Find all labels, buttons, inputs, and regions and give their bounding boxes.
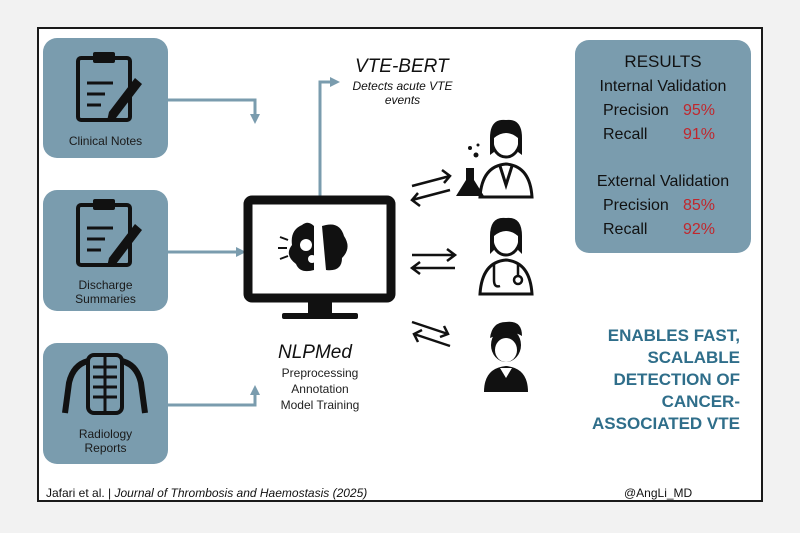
- model-step: Model Training: [280, 398, 360, 412]
- results-panel: RESULTS Internal Validation Precision 95…: [575, 40, 751, 253]
- tagline-line: CANCER-: [661, 392, 740, 411]
- external-recall-value: 92%: [683, 221, 716, 238]
- clipboard-icon: [76, 199, 142, 267]
- arrow-clinical-notes: [168, 98, 257, 118]
- citation-authors: Jafari et al. |: [46, 486, 115, 500]
- vte-bert-title: VTE-BERT: [355, 56, 449, 77]
- vte-bert-description: Detects acute VTE events: [352, 79, 453, 107]
- radiology-reports-card: Radiology Reports: [43, 343, 168, 464]
- tagline-line: ASSOCIATED VTE: [592, 414, 740, 433]
- external-precision-value: 85%: [683, 197, 716, 214]
- results-title: RESULTS: [624, 52, 702, 71]
- citation-journal: Journal of Thrombosis and Haemostasis (2…: [114, 486, 368, 500]
- tagline: ENABLES FAST, SCALABLE DETECTION OF CANC…: [560, 325, 740, 435]
- internal-validation-heading: Internal Validation: [599, 78, 727, 95]
- internal-precision-label: Precision: [603, 102, 669, 119]
- exchange-arrows: [409, 169, 458, 348]
- scientist-icon: [456, 119, 534, 199]
- model-step: Annotation: [291, 382, 349, 396]
- external-recall-label: Recall: [603, 221, 648, 238]
- discharge-summaries-card: Discharge Summaries: [43, 190, 168, 311]
- arrow-vte-bert: [318, 80, 332, 200]
- monitor-brain-icon: [243, 195, 396, 319]
- nlpmed-title: NLPMed: [278, 342, 352, 363]
- arrow-radiology: [168, 392, 257, 407]
- clinical-notes-card: Clinical Notes: [43, 38, 168, 158]
- internal-recall-value: 91%: [683, 126, 716, 143]
- input-label: Radiology Reports: [78, 427, 133, 455]
- tagline-line: SCALABLE: [647, 348, 740, 367]
- clipboard-icon: [76, 52, 142, 122]
- model-step: Preprocessing: [281, 366, 359, 380]
- internal-precision-value: 95%: [683, 102, 716, 119]
- patient-icon: [484, 321, 528, 392]
- input-label: Discharge Summaries: [75, 278, 136, 306]
- citation: Jafari et al. | Journal of Thrombosis an…: [46, 486, 367, 500]
- input-label: Clinical Notes: [68, 134, 143, 148]
- internal-recall-label: Recall: [603, 126, 648, 143]
- author-handle: @AngLi_MD: [624, 486, 693, 500]
- external-validation-heading: External Validation: [596, 173, 730, 190]
- doctor-icon: [478, 217, 534, 296]
- xray-skeleton-icon: [62, 353, 148, 415]
- tagline-line: DETECTION OF: [613, 370, 740, 389]
- external-precision-label: Precision: [603, 197, 669, 214]
- tagline-line: ENABLES FAST,: [607, 326, 740, 345]
